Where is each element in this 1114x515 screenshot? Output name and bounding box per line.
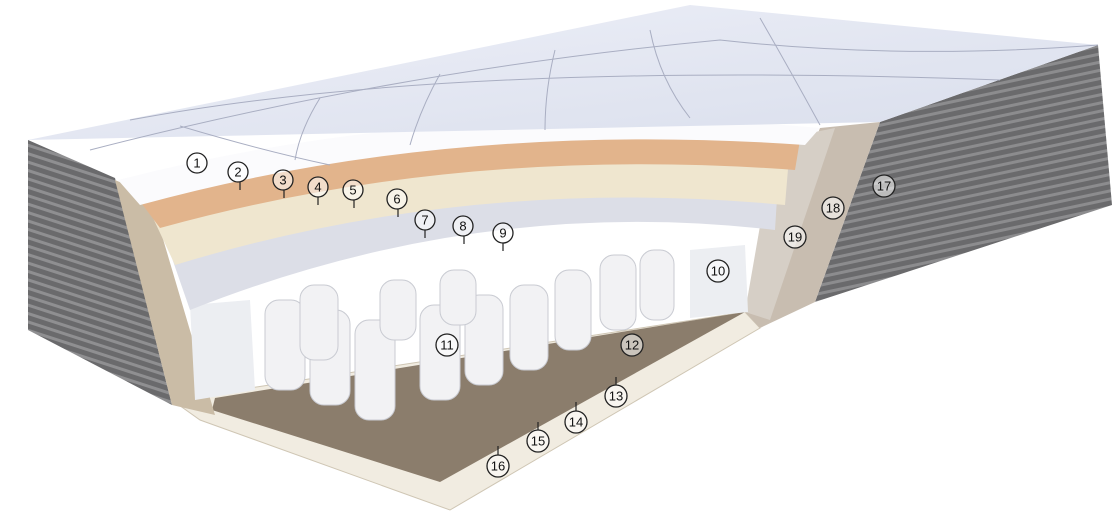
callout-4: 4 <box>307 176 329 205</box>
svg-text:9: 9 <box>499 226 506 241</box>
svg-text:13: 13 <box>609 389 623 404</box>
svg-text:14: 14 <box>569 415 583 430</box>
callout-15: 15 <box>526 422 550 453</box>
back-wall-block <box>190 300 255 400</box>
svg-text:6: 6 <box>393 192 400 207</box>
callout-8: 8 <box>452 215 474 244</box>
left-side-fabric <box>28 140 172 405</box>
svg-text:19: 19 <box>788 230 802 245</box>
svg-text:7: 7 <box>421 213 428 228</box>
left-frame <box>115 180 215 415</box>
callout-16: 16 <box>486 446 510 478</box>
callout-14: 14 <box>564 402 588 434</box>
callout-11: 11 <box>435 333 459 357</box>
callout-3: 3 <box>272 169 294 198</box>
svg-text:8: 8 <box>459 219 466 234</box>
callouts: 1 2 3 4 5 6 7 8 9 10 11 12 13 14 15 16 1… <box>186 152 896 478</box>
svg-text:11: 11 <box>440 338 454 353</box>
quilt-lines <box>89 17 1099 166</box>
callout-9: 9 <box>492 222 514 251</box>
callout-17: 17 <box>872 174 896 198</box>
callout-1: 1 <box>186 152 208 174</box>
callout-5: 5 <box>342 179 364 208</box>
svg-text:10: 10 <box>711 264 725 279</box>
callout-13: 13 <box>604 377 628 408</box>
callout-2: 2 <box>227 161 249 190</box>
svg-text:5: 5 <box>349 183 356 198</box>
svg-text:16: 16 <box>491 459 505 474</box>
right-side-fabric <box>815 45 1112 302</box>
callout-6: 6 <box>386 188 408 217</box>
callout-18: 18 <box>821 196 845 220</box>
base-board <box>212 312 745 482</box>
mattress-top-cover <box>28 5 1098 140</box>
pocket-springs <box>264 249 675 421</box>
svg-text:17: 17 <box>877 179 891 194</box>
callout-10: 10 <box>706 259 730 283</box>
svg-text:18: 18 <box>826 201 840 216</box>
svg-text:12: 12 <box>625 338 639 353</box>
svg-text:4: 4 <box>314 180 321 195</box>
callout-12: 12 <box>620 333 644 357</box>
svg-text:2: 2 <box>234 165 241 180</box>
callout-19: 19 <box>783 225 807 249</box>
foam-layer-white <box>118 118 820 205</box>
right-frame-inner <box>745 128 835 320</box>
svg-text:15: 15 <box>531 434 545 449</box>
svg-text:3: 3 <box>279 173 286 188</box>
callout-7: 7 <box>414 209 436 238</box>
svg-text:1: 1 <box>193 156 200 171</box>
